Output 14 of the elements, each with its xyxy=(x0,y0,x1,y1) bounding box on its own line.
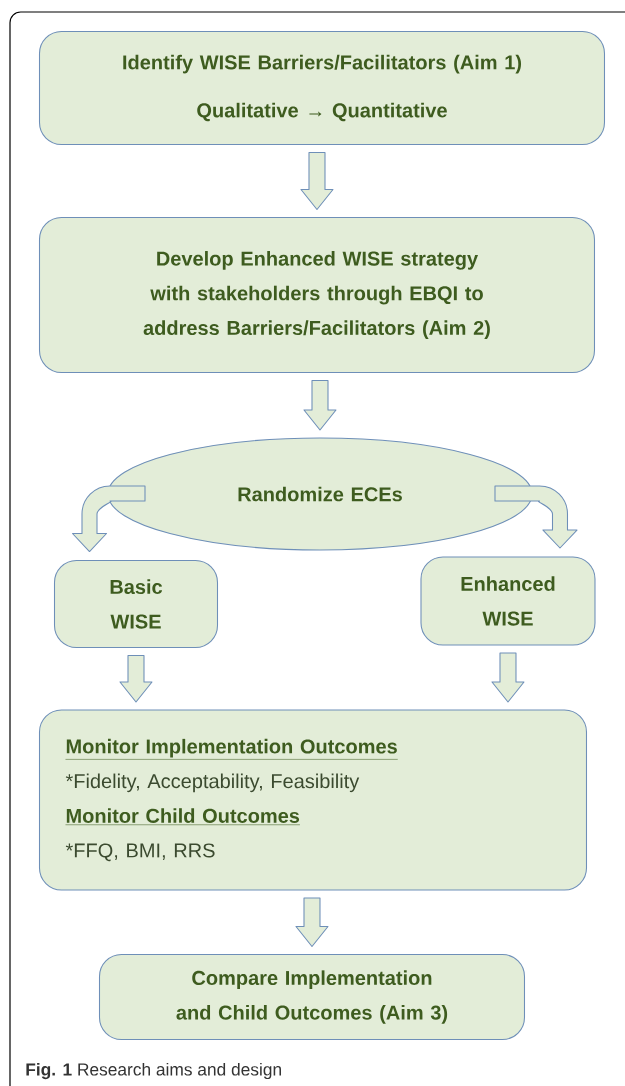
block-arrow xyxy=(491,652,525,703)
process-box: Basic WISE xyxy=(53,559,219,649)
block-arrow xyxy=(71,485,146,553)
process-box: Compare Implementation and Child Outcomes (Aim 3) xyxy=(98,953,526,1041)
block-arrow xyxy=(494,485,578,549)
block-arrow xyxy=(295,897,329,948)
block-arrow xyxy=(119,654,153,703)
block-arrow xyxy=(303,379,337,431)
process-box: Monitor Implementation Outcomes *Fidelity, Acceptability, Feasibility Monitor Child Outcomes *FFQ, BMI, RRS xyxy=(38,709,588,891)
process-box: Develop Enhanced WISE strategy with stakeholders through EBQI to address Barriers/Facilitators (Aim 2) xyxy=(38,216,596,374)
figure-caption: Fig. 1 Research aims and design xyxy=(26,1062,281,1080)
process-box: Enhanced WISE xyxy=(420,556,596,646)
block-arrow xyxy=(300,152,334,211)
process-box: Identify WISE Barriers/Facilitators (Aim 1) Qualitative → Quantitative xyxy=(38,31,606,146)
